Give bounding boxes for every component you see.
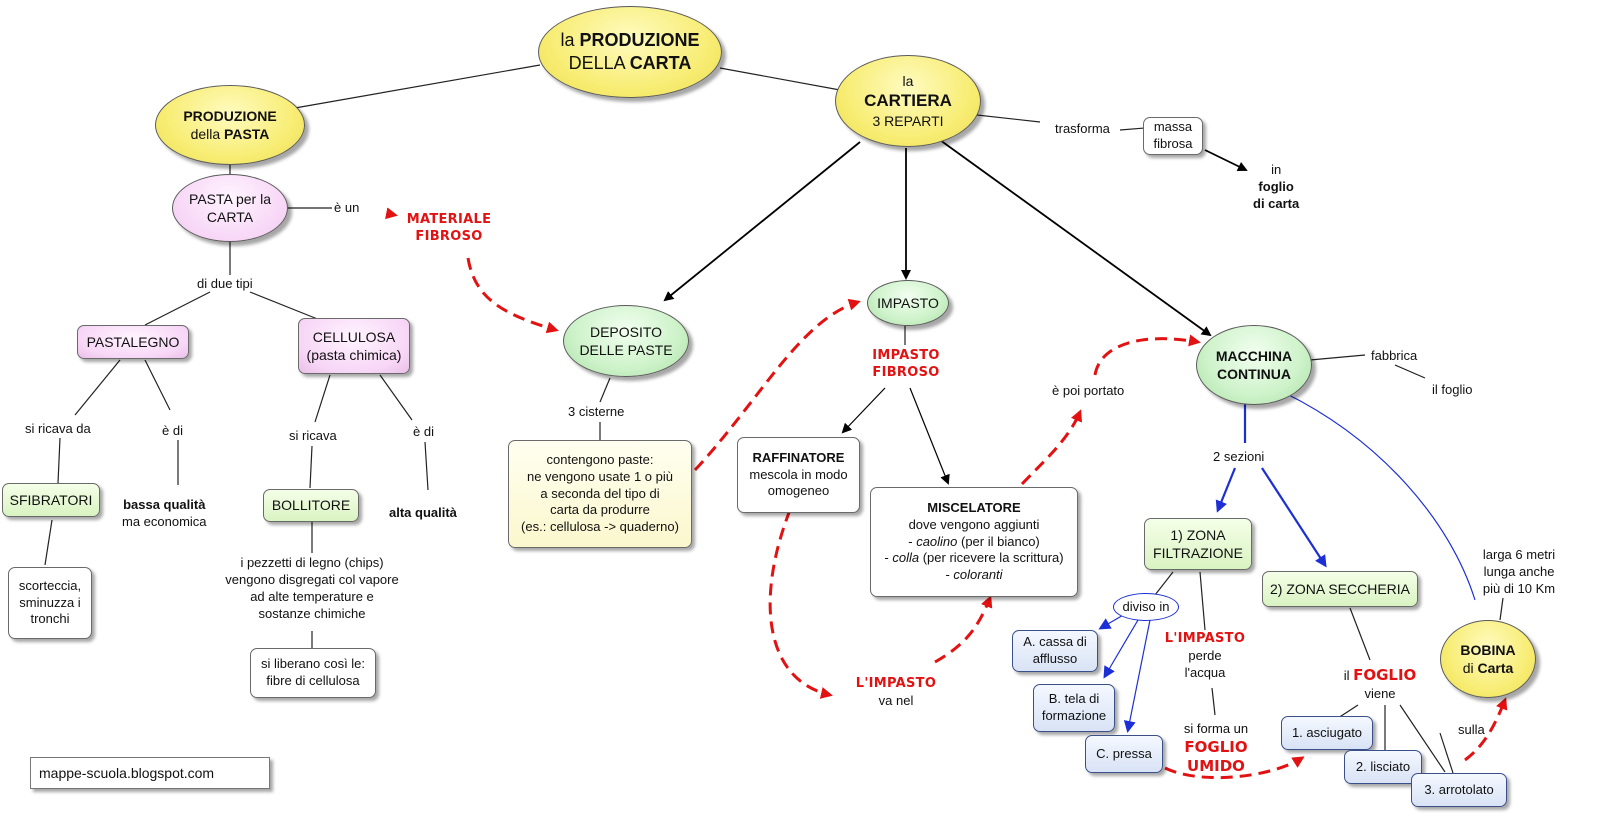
label-di-due-tipi: di due tipi [197, 276, 253, 291]
chips-label: i pezzetti di legno (chips) vengono disg… [225, 555, 399, 621]
red-raffinatore-limpasto [768, 509, 833, 699]
watermark-box: mappe-scuola.blogspot.com [30, 757, 270, 789]
alta-qualita-label: alta qualità [389, 505, 457, 520]
label-sulla: sulla [1458, 722, 1485, 737]
pressa-node: C. pressa [1085, 735, 1163, 773]
link-macchina-fabbrica [1309, 354, 1366, 361]
tela-formazione-node: B. tela di formazione [1033, 684, 1115, 732]
main-title-node: la PRODUZIONE DELLA CARTA [538, 6, 722, 98]
link-ricava-sfibratori [57, 437, 61, 484]
sfibratori-node: SFIBRATORI [2, 483, 100, 517]
link-title-produzione [294, 64, 541, 109]
link-larga-bobina [1499, 597, 1504, 621]
blue-diviso-pressa [1123, 619, 1151, 733]
cellulosa-node: CELLULOSA (pasta chimica) [298, 318, 410, 374]
zona-filtrazione-node: 1) ZONA FILTRAZIONE [1144, 518, 1252, 570]
label-e-un: è un [334, 200, 360, 215]
link-tipi-cellulosa [249, 291, 321, 321]
red-cisterne-impasto [693, 298, 861, 472]
link-fabbrica-foglio [1394, 364, 1426, 379]
link-sulla-arrotolato [1439, 732, 1454, 774]
label-fabbrica: fabbrica [1371, 348, 1418, 363]
produzione-pasta-node: PRODUZIONE della PASTA [155, 85, 305, 165]
link-deposito-cisterne [599, 377, 611, 403]
bassa-qualita-label: bassa qualità ma economica [122, 497, 207, 529]
arrow-massa-foglio [1204, 149, 1248, 171]
blue-sezioni-secch [1261, 467, 1327, 568]
foglio-umido-label: si forma un FOGLIO UMIDO [1183, 721, 1249, 776]
link-cellulosa-ricava [314, 374, 331, 423]
red-materiale-deposito [466, 257, 559, 334]
red-sulla-bobina [1464, 697, 1508, 762]
label-trasforma: trasforma [1055, 121, 1110, 136]
link-pastalegno-edi [144, 359, 171, 411]
label-e-di-2: è di [413, 424, 434, 439]
link-trasforma-massa [1119, 127, 1146, 131]
blue-diviso-tela [1103, 619, 1139, 679]
scorteccia-node: scorteccia, sminuzza i tronchi [8, 567, 92, 639]
deposito-paste-node: DEPOSITO DELLE PASTE [563, 305, 689, 377]
red-miscelatore-portato [1020, 409, 1082, 486]
label-si-ricava: si ricava [289, 428, 337, 443]
asciugato-node: 1. asciugato [1281, 716, 1373, 750]
link-title-cartiera [719, 67, 841, 91]
bollitore-node: BOLLITORE [263, 489, 359, 522]
label-3-cisterne: 3 cisterne [568, 404, 625, 419]
link-cellulosa-edi [379, 374, 413, 421]
cartiera-node: la CARTIERA 3 REPARTI [835, 55, 981, 147]
label-e-poi-portato: è poi portato [1052, 383, 1125, 398]
fibre-cellulosa-node: si liberano così le: fibre di cellulosa [250, 648, 376, 698]
blue-sezioni-filtr [1215, 467, 1237, 513]
raffinatore-node: RAFFINATORE mescola in modo omogeneo [737, 437, 860, 513]
materiale-fibroso-label: MATERIALE FIBROSO [406, 212, 492, 244]
label-il-foglio: il foglio [1432, 382, 1473, 397]
lisciato-node: 2. lisciato [1344, 750, 1422, 784]
cisterne-desc-node: contengono paste: ne vengono usate 1 o p… [508, 440, 692, 548]
link-filtr-diviso [1154, 571, 1174, 596]
link-filtr-perde [1199, 571, 1206, 631]
larga-lunga-label: larga 6 metri lunga anche più di 10 Km [1482, 547, 1556, 596]
link-tipi-pastalegno [144, 291, 211, 326]
macchina-continua-node: MACCHINA CONTINUA [1196, 325, 1312, 405]
pastalegno-node: PASTALEGNO [77, 325, 189, 359]
limpasto-perde-acqua-label: L'IMPASTO perde l'acqua [1164, 631, 1246, 680]
link-perde-umido [1211, 687, 1216, 716]
cassa-afflusso-node: A. cassa di afflusso [1012, 630, 1098, 672]
link-ricava-bollitore [309, 445, 313, 489]
il-foglio-viene-label: il FOGLIO viene [1343, 666, 1417, 701]
link-pastalegno-ricava [74, 359, 121, 416]
blue-macchina-bobina [1284, 392, 1476, 601]
label-si-ricava-da: si ricava da [25, 421, 91, 436]
red-eun-materiale [384, 207, 398, 220]
label-e-di-1: è di [162, 423, 183, 438]
impasto-fibroso-label: IMPASTO FIBROSO [872, 348, 940, 380]
foglio-di-carta-label: in foglio di carta [1253, 162, 1300, 211]
arrow-fibroso-miscelatore [909, 387, 950, 485]
link-edi-alta [424, 441, 429, 491]
diviso-in-node: diviso in [1113, 593, 1179, 621]
arrow-fibroso-raffinatore [841, 387, 886, 434]
link-sfibratori-scorteccia [44, 519, 53, 566]
red-portato-macchina [1093, 334, 1201, 376]
red-limpasto-miscelatore [934, 595, 993, 664]
zona-seccheria-node: 2) ZONA SECCHERIA [1262, 571, 1418, 607]
arrotolato-node: 3. arrotolato [1411, 773, 1507, 807]
massa-fibrosa-node: massa fibrosa [1143, 117, 1203, 155]
link-secch-foglio [1349, 607, 1371, 661]
link-viene-arrotolato [1399, 704, 1446, 773]
miscelatore-node: MISCELATORE dove vengono aggiunti - caol… [870, 487, 1078, 597]
pasta-carta-node: PASTA per la CARTA [172, 174, 288, 242]
label-2-sezioni: 2 sezioni [1213, 449, 1265, 464]
arrow-cartiera-macchina [939, 139, 1212, 337]
limpasto-va-nel-label: L'IMPASTO va nel [855, 676, 937, 708]
impasto-node: IMPASTO [867, 280, 949, 326]
arrow-cartiera-deposito [663, 141, 861, 302]
bobina-carta-node: BOBINA di Carta [1440, 620, 1536, 698]
